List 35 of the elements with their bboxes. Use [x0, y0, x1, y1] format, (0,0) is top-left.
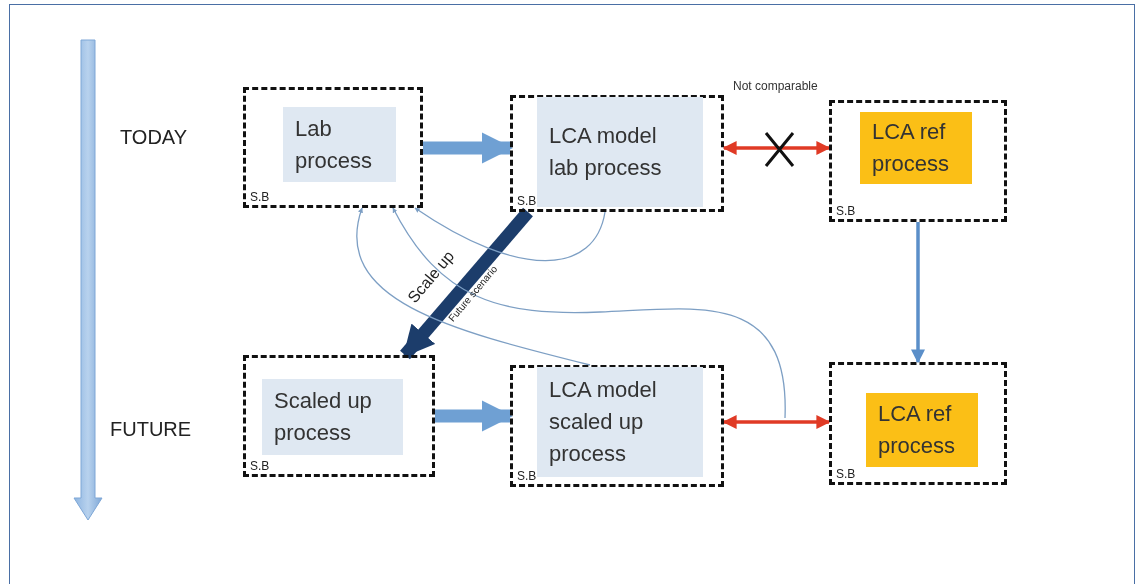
process-box — [262, 379, 403, 455]
process-box — [866, 393, 978, 467]
process-box — [537, 97, 703, 207]
boundary-label: S.B — [517, 194, 537, 208]
boundary-label: S.B — [517, 469, 537, 483]
process-text: LCA ref process — [878, 400, 957, 460]
process-box — [283, 107, 396, 182]
block-arrow — [435, 400, 514, 432]
arrow — [356, 207, 591, 366]
system-boundary-box — [243, 355, 435, 477]
arrow — [911, 222, 925, 364]
process-box — [537, 367, 703, 477]
system-boundary-box — [510, 365, 724, 487]
row-label: TODAY — [120, 126, 188, 149]
system-boundary-box — [510, 95, 724, 212]
block-arrow — [423, 132, 514, 164]
arrow — [722, 141, 831, 155]
process-text: LCA model lab process — [549, 122, 663, 182]
row-label: FUTURE — [110, 418, 192, 441]
system-boundary-box — [243, 87, 423, 208]
process-text: Scaled up process — [274, 387, 373, 447]
boundary-label: S.B — [836, 204, 856, 218]
boundary-label: S.B — [250, 190, 270, 204]
process-text: Lab process — [295, 114, 374, 175]
process-text: LCA ref process — [872, 118, 951, 178]
arrow — [414, 207, 606, 262]
arrow — [722, 415, 831, 429]
boundary-label: S.B — [250, 459, 270, 473]
block-arrow — [400, 207, 533, 360]
process-box — [860, 112, 972, 184]
boundary-label: S.B — [836, 467, 856, 481]
system-boundary-box — [829, 100, 1007, 222]
process-text: LCA model scaled up process — [549, 376, 658, 468]
system-boundary-box — [829, 362, 1007, 485]
arrow — [392, 207, 786, 419]
